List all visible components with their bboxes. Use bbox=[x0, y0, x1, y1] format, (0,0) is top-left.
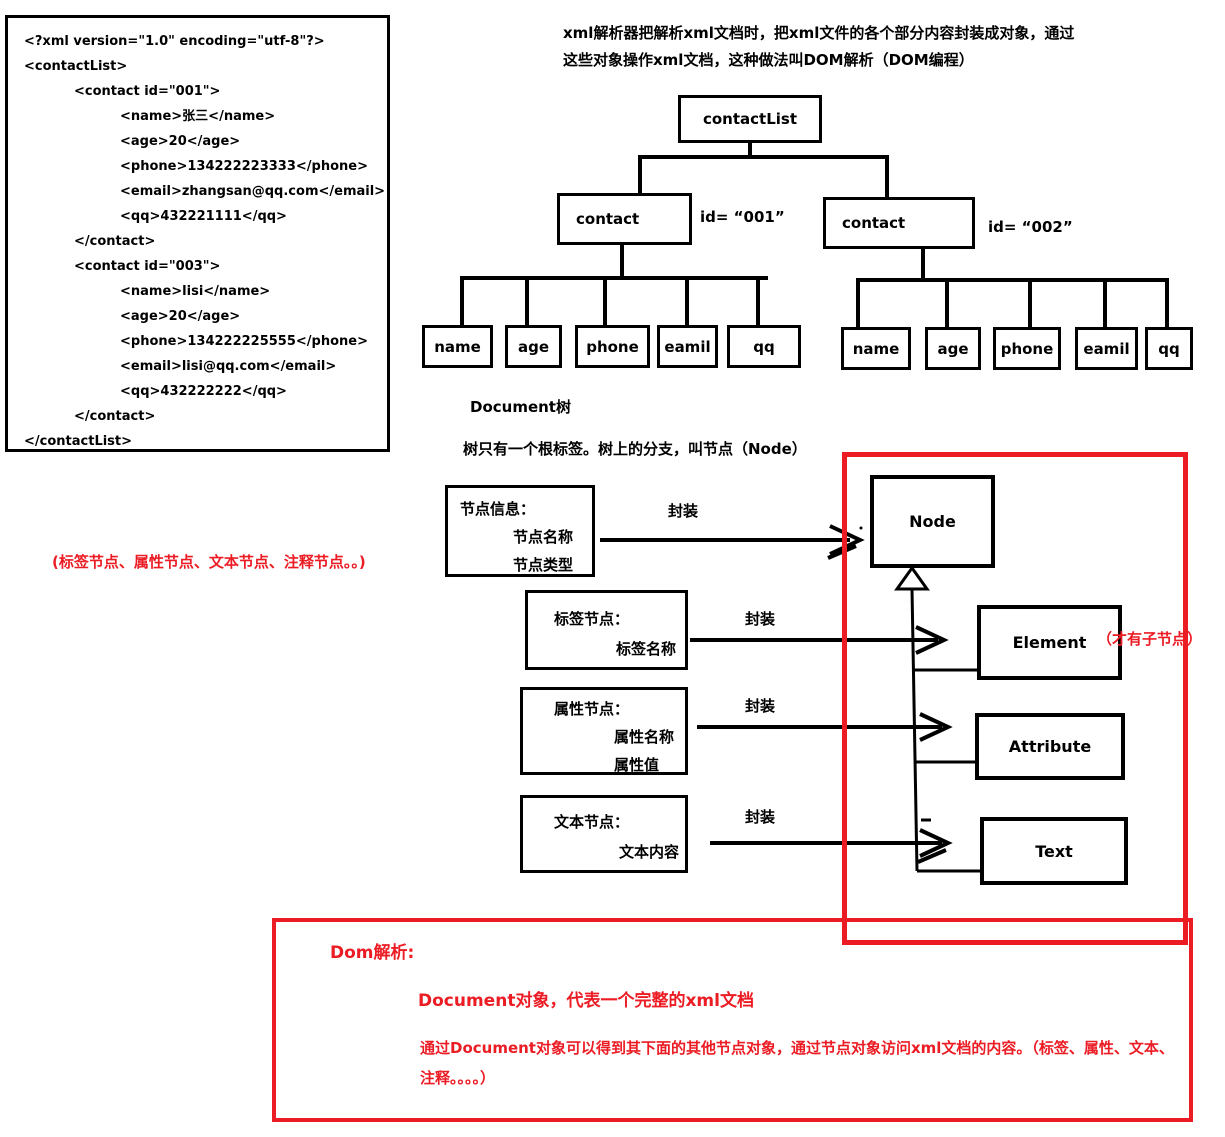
intro-text: xml解析器把解析xml文档时，把xml文件的各个部分内容封装成对象，通过这些对… bbox=[563, 24, 1075, 69]
tree-leaf-phone-2: phone bbox=[993, 327, 1061, 370]
tag-node-box: 标签节点： 标签名称 bbox=[525, 590, 688, 670]
node-info-line: 节点类型 bbox=[513, 556, 574, 574]
node-info-line: 节点名称 bbox=[513, 528, 574, 546]
tree-leaf-age-2: age bbox=[925, 327, 981, 370]
text-node-line: 文本内容 bbox=[619, 843, 680, 861]
class-box-text: Text bbox=[980, 817, 1128, 885]
tree-leaf-qq-1: qq bbox=[727, 325, 801, 368]
attr-node-line: 属性值 bbox=[614, 756, 660, 774]
dom-note-line2: 通过Document对象可以得到其下面的其他节点对象，通过节点对象访问xml文档… bbox=[420, 1039, 1174, 1087]
xml-line: <contactList> bbox=[24, 59, 128, 74]
dom-note-red-frame bbox=[272, 918, 1193, 1122]
xml-line: <email>lisi@qq.com</email> bbox=[120, 359, 337, 374]
tag-node-title: 标签节点： bbox=[554, 610, 630, 628]
xml-source-panel: <?xml version="1.0" encoding="utf-8"?> <… bbox=[5, 15, 390, 452]
class-box-element: Element bbox=[977, 605, 1122, 680]
xml-line: <age>20</age> bbox=[120, 309, 241, 324]
dom-classes-red-frame bbox=[842, 452, 1188, 945]
attr-node-title: 属性节点： bbox=[554, 700, 630, 718]
dom-note-line1: Document对象，代表一个完整的xml文档 bbox=[418, 991, 754, 1011]
tree-leaf-phone-1: phone bbox=[575, 325, 650, 368]
encapsulate-label-2: 封装 bbox=[745, 610, 776, 628]
xml-line: </contactList> bbox=[24, 434, 133, 449]
tree-leaf-eamil-1: eamil bbox=[657, 325, 718, 368]
class-box-attribute: Attribute bbox=[975, 713, 1125, 780]
xml-line: <contact id="001"> bbox=[74, 84, 221, 99]
document-tree-title: Document树 bbox=[470, 398, 571, 416]
contact-1-id-label: id= “001” bbox=[700, 208, 785, 226]
xml-line: </contact> bbox=[74, 409, 156, 424]
contact-2-id-label: id= “002” bbox=[988, 218, 1073, 236]
xml-line: <name>lisi</name> bbox=[120, 284, 271, 299]
tree-node-contact-2: contact bbox=[823, 197, 975, 249]
xml-line: <qq>432222222</qq> bbox=[120, 384, 287, 399]
encapsulate-label-3: 封装 bbox=[745, 697, 776, 715]
dom-note-title: Dom解析: bbox=[330, 943, 415, 963]
xml-line: <email>zhangsan@qq.com</email> bbox=[120, 184, 386, 199]
attr-node-line: 属性名称 bbox=[614, 728, 675, 746]
class-box-node: Node bbox=[870, 475, 995, 568]
xml-line: </contact> bbox=[74, 234, 156, 249]
node-info-title: 节点信息： bbox=[460, 500, 536, 518]
xml-line: <phone>134222223333</phone> bbox=[120, 159, 368, 174]
document-tree-subtitle: 树只有一个根标签。树上的分支，叫节点（Node） bbox=[463, 440, 807, 458]
text-node-box: 文本节点： 文本内容 bbox=[520, 795, 688, 873]
tree-node-contactlist: contactList bbox=[678, 95, 822, 143]
xml-line: <name>张三</name> bbox=[120, 109, 276, 124]
encapsulate-label-1: 封装 bbox=[668, 502, 699, 520]
node-types-annotation: (标签节点、属性节点、文本节点、注释节点。。) bbox=[52, 553, 366, 571]
text-node-title: 文本节点： bbox=[554, 813, 630, 831]
xml-line: <phone>134222225555</phone> bbox=[120, 334, 368, 349]
tree-leaf-qq-2: qq bbox=[1145, 327, 1193, 370]
tag-node-line: 标签名称 bbox=[616, 640, 677, 658]
xml-line: <?xml version="1.0" encoding="utf-8"?> bbox=[24, 34, 325, 49]
xml-line: <age>20</age> bbox=[120, 134, 241, 149]
attr-node-box: 属性节点： 属性名称 属性值 bbox=[520, 687, 688, 775]
tree-node-contact-1: contact bbox=[557, 193, 692, 245]
xml-line: <qq>432221111</qq> bbox=[120, 209, 287, 224]
element-note: （才有子节点） bbox=[1097, 630, 1203, 648]
tree-leaf-name-1: name bbox=[422, 325, 493, 368]
tree-leaf-name-2: name bbox=[841, 327, 911, 370]
tree-leaf-age-1: age bbox=[505, 325, 562, 368]
encapsulate-label-4: 封装 bbox=[745, 808, 776, 826]
node-info-box: 节点信息： 节点名称 节点类型 bbox=[445, 485, 595, 577]
xml-line: <contact id="003"> bbox=[74, 259, 221, 274]
tree-leaf-eamil-2: eamil bbox=[1075, 327, 1138, 370]
